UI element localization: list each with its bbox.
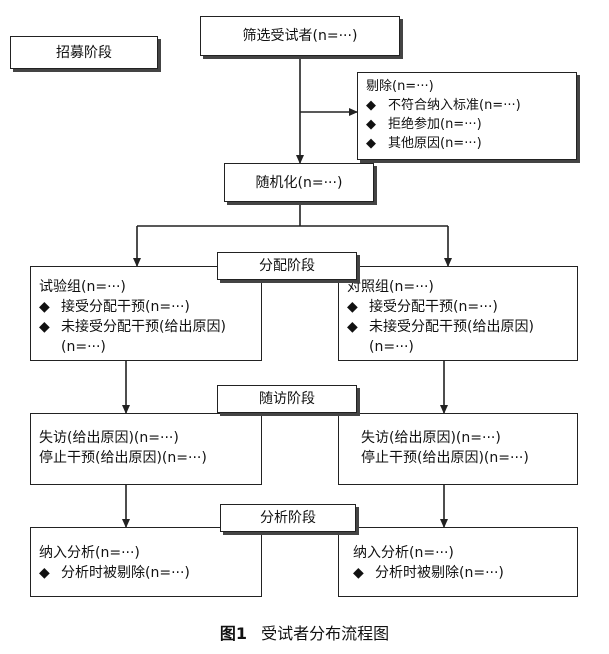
control-group-box: 对照组(n=···) ◆接受分配干预(n=···) ◆未接受分配干预(给出原因)… xyxy=(338,266,578,361)
diamond-bullet-icon: ◆ xyxy=(353,565,364,581)
followup-left-box: 失访(给出原因)(n=···) 停止干预(给出原因)(n=···) xyxy=(30,413,262,485)
figure-title: 受试者分布流程图 xyxy=(261,624,390,643)
exclude-item: ◆不符合纳入标准(n=···) xyxy=(366,98,521,113)
control-title: 对照组(n=···) xyxy=(347,279,434,295)
control-item: ◆接受分配干预(n=···) xyxy=(347,299,498,315)
analysis-right-box: 纳入分析(n=···) ◆分析时被剔除(n=···) xyxy=(338,527,578,597)
diamond-bullet-icon: ◆ xyxy=(347,319,358,335)
experimental-item: ◆未接受分配干预(给出原因) xyxy=(39,319,226,335)
control-item: ◆未接受分配干预(给出原因) xyxy=(347,319,534,335)
followup-right-lost: 失访(给出原因)(n=···) xyxy=(361,430,501,446)
experimental-group-box: 试验组(n=···) ◆接受分配干预(n=···) ◆未接受分配干预(给出原因)… xyxy=(30,266,262,361)
followup-left-stopped: 停止干预(给出原因)(n=···) xyxy=(39,450,207,466)
analysis-right-item: ◆分析时被剔除(n=···) xyxy=(353,565,504,581)
experimental-item-cont: (n=···) xyxy=(61,339,106,355)
experimental-title: 试验组(n=···) xyxy=(39,279,126,295)
exclude-box: 剔除(n=···) ◆不符合纳入标准(n=···) ◆拒绝参加(n=···) ◆… xyxy=(357,72,577,160)
diamond-bullet-icon: ◆ xyxy=(39,565,50,581)
stage-label-recruit: 招募阶段 xyxy=(10,36,158,69)
randomize-box: 随机化(n=···) xyxy=(224,163,374,202)
stage-label-followup: 随访阶段 xyxy=(217,385,357,413)
analysis-left-item: ◆分析时被剔除(n=···) xyxy=(39,565,190,581)
diamond-bullet-icon: ◆ xyxy=(366,98,376,113)
diamond-bullet-icon: ◆ xyxy=(39,299,50,315)
followup-left-lost: 失访(给出原因)(n=···) xyxy=(39,430,179,446)
diamond-bullet-icon: ◆ xyxy=(39,319,50,335)
screen-box: 筛选受试者(n=···) xyxy=(200,16,400,56)
diamond-bullet-icon: ◆ xyxy=(366,136,376,151)
figure-caption: 图1 受试者分布流程图 xyxy=(0,620,609,644)
experimental-item: ◆接受分配干预(n=···) xyxy=(39,299,190,315)
analysis-right-title: 纳入分析(n=···) xyxy=(353,545,454,561)
analysis-left-box: 纳入分析(n=···) ◆分析时被剔除(n=···) xyxy=(30,527,262,597)
analysis-left-title: 纳入分析(n=···) xyxy=(39,545,140,561)
exclude-item: ◆其他原因(n=···) xyxy=(366,136,482,151)
control-item-cont: (n=···) xyxy=(369,339,414,355)
stage-label-analysis: 分析阶段 xyxy=(220,504,356,532)
followup-right-stopped: 停止干预(给出原因)(n=···) xyxy=(361,450,529,466)
stage-label-allocate: 分配阶段 xyxy=(217,252,357,280)
exclude-item: ◆拒绝参加(n=···) xyxy=(366,117,482,132)
exclude-title: 剔除(n=···) xyxy=(366,79,434,94)
diamond-bullet-icon: ◆ xyxy=(366,117,376,132)
randomize-text: 随机化(n=···) xyxy=(255,174,343,191)
screen-text: 筛选受试者(n=···) xyxy=(242,28,358,44)
followup-right-box: 失访(给出原因)(n=···) 停止干预(给出原因)(n=···) xyxy=(338,413,578,485)
diamond-bullet-icon: ◆ xyxy=(347,299,358,315)
figure-label: 图1 xyxy=(219,624,248,643)
